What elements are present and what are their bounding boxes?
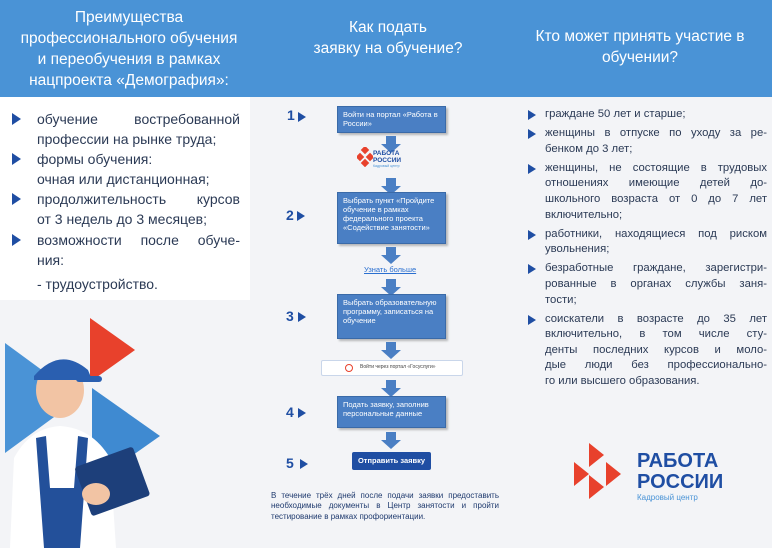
right-title-line: Кто может принять участие в <box>535 28 745 45</box>
participant-line: женщины в отпуске по уходу за ре- <box>545 127 767 140</box>
step-number: 5 <box>286 455 294 471</box>
right-title-line: обучении? <box>601 49 679 66</box>
participant-line: рованные в органах службы заня- <box>545 277 767 290</box>
participant-line: денты последних курсов и моло- <box>545 343 767 356</box>
left-title-line: профессионального обучения <box>20 30 238 47</box>
shirt-shape <box>10 426 116 548</box>
benefit-text: очная или дистанционная; <box>37 171 210 187</box>
bullet-icon <box>528 110 536 120</box>
brand-line: РАБОТА <box>637 450 719 472</box>
logo-wordmark: РАБОТА РОССИИ Кадровый центр <box>373 150 401 168</box>
left-title-line: Преимущества <box>74 9 184 26</box>
participant-line: го или высшего образования. <box>545 375 700 388</box>
participant-line: соискатели в возрасте до 35 лет <box>545 312 767 325</box>
left-title-line: нацпроекта «Демография»: <box>29 72 229 89</box>
step-4-box[interactable]: Подать заявку, заполнив персональные дан… <box>337 396 446 428</box>
submit-application-button[interactable]: Отправить заявку <box>352 452 431 470</box>
step-number: 4 <box>286 404 294 420</box>
red-triangle-shape <box>90 318 135 382</box>
benefit-text: возможности после обуче- <box>37 232 240 248</box>
benefit-text: продолжительность курсов <box>37 191 240 207</box>
worker-illustration <box>5 318 160 548</box>
logo-subtitle: Кадровый центр <box>373 164 400 168</box>
step-3-box[interactable]: Выбрать образовательную программу, запис… <box>337 294 446 339</box>
benefit-text: формы обучения: <box>37 151 153 167</box>
gosuslugi-icon <box>345 364 353 372</box>
middle-title-line: заявку на обучение? <box>313 40 463 57</box>
logo-line: РОССИИ <box>373 157 402 164</box>
hand-shape <box>82 483 110 505</box>
footnote-text: В течение трёх дней после подачи заявки … <box>271 491 499 521</box>
bullet-icon <box>528 129 536 140</box>
brand-wordmark: РАБОТА РОССИИ <box>637 451 723 493</box>
step-2-box[interactable]: Выбрать пункт «Пройдите обучение в рамка… <box>337 192 446 244</box>
overalls-shape <box>36 436 88 548</box>
participant-line: включительно, в том числе сту- <box>545 328 767 341</box>
participant-line: увольнения; <box>545 243 610 256</box>
benefit-text: профессии на рынке труда; <box>37 131 217 147</box>
gosuslugi-label: Войти через портал «Госуслуги» <box>360 364 436 370</box>
header-band <box>0 0 772 97</box>
participant-line: отношениях имеющие детей до- <box>545 177 767 190</box>
logo-line: РАБОТА <box>373 150 400 157</box>
rabota-rossii-logo-icon <box>357 147 373 167</box>
middle-title-line: Как подать <box>349 19 427 36</box>
step-number: 3 <box>286 308 294 324</box>
learn-more-link[interactable]: Узнать больше <box>364 265 417 274</box>
bullet-icon <box>12 234 21 246</box>
cap-visor-shape <box>76 376 102 382</box>
bullet-icon <box>12 113 21 125</box>
rabota-rossii-brand-logo-icon <box>574 443 621 499</box>
bullet-icon <box>528 264 536 275</box>
left-title-line: и переобучения в рамках <box>37 51 221 68</box>
participants-list: граждане 50 лет и старше; женщины в отпус… <box>515 107 772 407</box>
left-column-title: Преимущества профессионального обучения … <box>0 7 258 91</box>
middle-column-title: Как подать заявку на обучение? <box>278 17 498 59</box>
participant-line: женщины, не состоящие в трудовых <box>545 161 767 174</box>
participant-line: дые люди без профессионально- <box>545 359 767 372</box>
step-pointer-icon <box>300 459 308 469</box>
bullet-icon <box>528 229 536 240</box>
participant-line: бенком до 3 лет; <box>545 142 633 155</box>
participant-line: тости; <box>545 293 577 306</box>
step-pointer-icon <box>298 112 306 122</box>
brand-subtitle: Кадровый центр <box>637 493 698 502</box>
bullet-icon <box>12 193 21 205</box>
benefit-text: ния: <box>37 252 65 268</box>
benefits-panel <box>0 97 250 300</box>
step-1-box[interactable]: Войти на портал «Работа в России» <box>337 106 446 133</box>
gosuslugi-login-button[interactable]: Войти через портал «Госуслуги» <box>321 360 463 376</box>
step-number: 1 <box>287 107 295 123</box>
bullet-icon <box>12 153 21 165</box>
participant-line: школьного возраста от 0 до 7 лет <box>545 192 767 205</box>
benefit-text: от 3 недель до 3 месяцев; <box>37 211 207 227</box>
participant-line: граждане 50 лет и старше; <box>545 108 686 120</box>
bullet-icon <box>528 163 536 174</box>
benefits-list: обучение востребованной профессии на рынк… <box>0 110 250 300</box>
right-column-title: Кто может принять участие в обучении? <box>520 26 760 68</box>
benefit-text: - трудоустройство. <box>37 276 158 292</box>
participant-line: работники, находящиеся под риском <box>545 227 767 240</box>
step-pointer-icon <box>298 312 306 322</box>
bullet-icon <box>528 314 536 325</box>
step-pointer-icon <box>297 211 305 221</box>
participant-line: включительно; <box>545 208 623 221</box>
step-pointer-icon <box>298 408 306 418</box>
step-number: 2 <box>286 207 294 223</box>
benefit-text: обучение востребованной <box>37 111 240 127</box>
cap-shape <box>34 359 92 380</box>
brand-line: РОССИИ <box>637 471 724 493</box>
participant-line: безработные граждане, зарегистри- <box>545 262 767 275</box>
